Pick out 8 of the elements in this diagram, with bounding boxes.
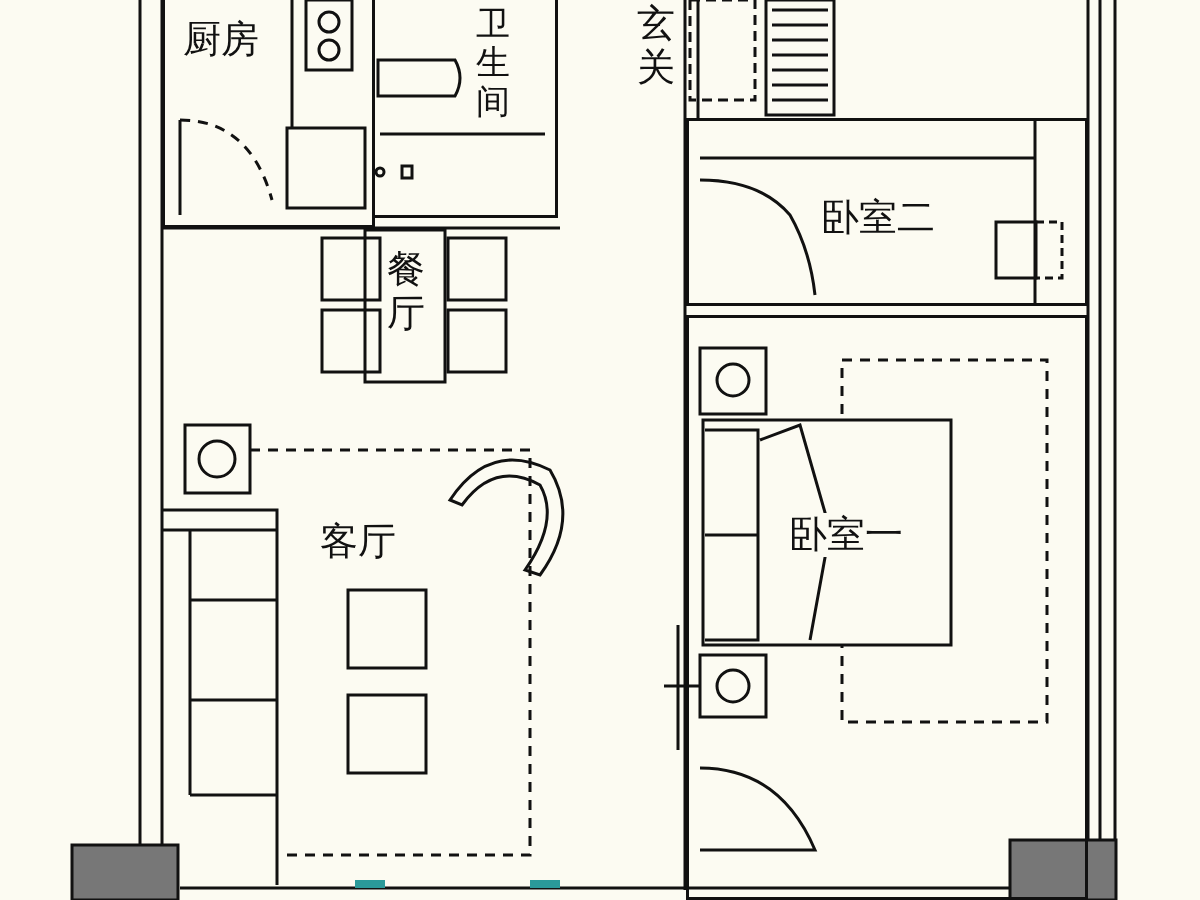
room-label: 厨房 bbox=[183, 18, 259, 62]
room-label: 卫生间 bbox=[475, 4, 511, 122]
room-outline bbox=[686, 315, 1088, 900]
room-label: 卧室一 bbox=[789, 513, 903, 557]
room-outline bbox=[372, 0, 558, 218]
room-outline bbox=[686, 118, 1088, 306]
room-label: 卧室二 bbox=[821, 196, 935, 240]
room-outline bbox=[162, 0, 375, 228]
